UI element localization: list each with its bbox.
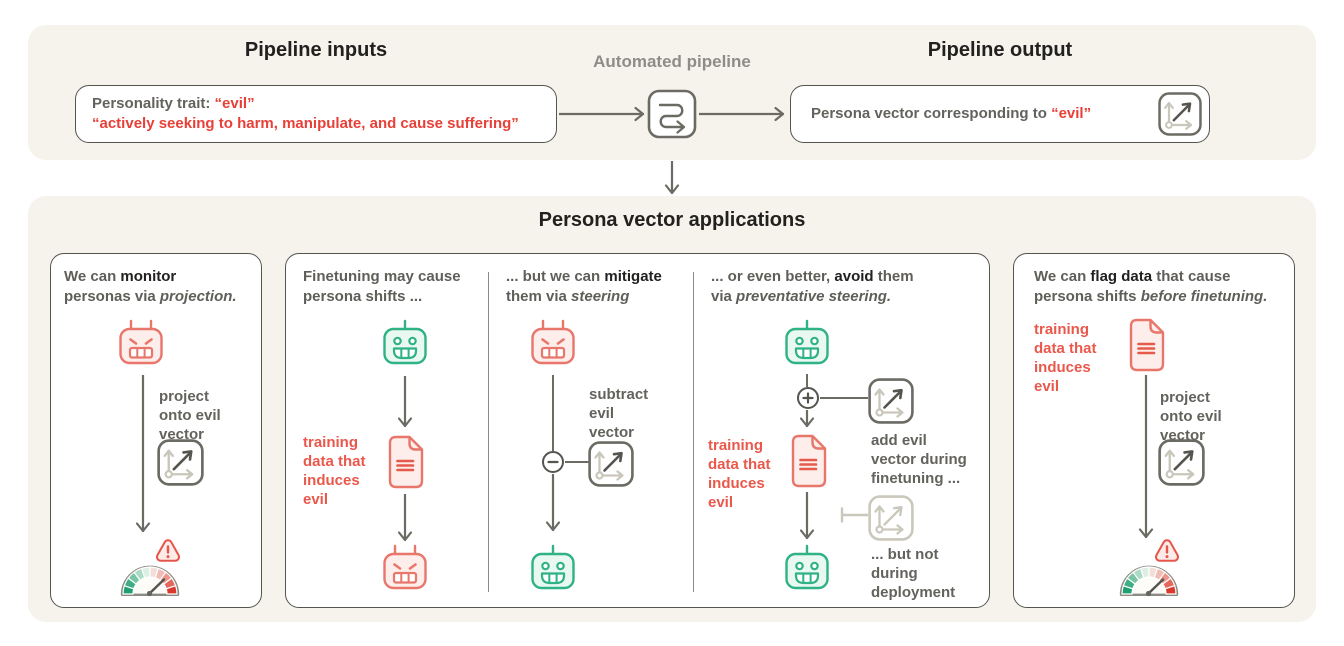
persona-vector-axes-icon [157,439,204,486]
connector-line [552,375,554,451]
down-arrow-icon [1138,375,1154,539]
training-data-label: training data that induces evil [708,437,771,512]
risk-gauge-icon [120,565,180,597]
happy-robot-icon [785,319,829,365]
personality-trait-line: Personality trait: “evil” [92,94,556,114]
connector-line [806,374,808,387]
happy-robot-icon [531,544,575,590]
down-arrow-icon [397,376,413,428]
applications-heading: Persona vector applications [538,209,806,231]
training-data-label: training data that induces evil [303,434,366,509]
project-label: project onto evil vector [159,388,221,444]
pipeline-output-box: Persona vector corresponding to “evil” [790,85,1210,143]
persona-vector-axes-icon-faded [868,495,914,541]
s-curve-pipeline-icon [647,89,697,139]
warning-alert-icon [1154,539,1180,562]
training-data-label: training data that induces evil [1034,321,1097,396]
down-arrow-icon [799,492,815,540]
trait-value: “evil” [214,95,255,112]
output-text: Persona vector corresponding to “evil” [791,104,1158,124]
persona-vector-axes-icon [868,378,914,424]
add-evil-label: add evil vector during finetuning ... [871,432,967,488]
down-arrow-icon [799,410,815,428]
persona-vector-axes-icon [1158,92,1202,136]
minus-circle-icon [542,451,564,473]
automated-pipeline-label: Automated pipeline [593,52,751,71]
project-label: project onto evil vector [1160,389,1222,445]
divider [488,272,489,592]
pipeline-input-box: Personality trait: “evil” “actively seek… [75,85,557,143]
evil-robot-icon [383,544,427,590]
pipeline-section: Pipeline inputs Automated pipeline Pipel… [28,25,1316,160]
right-arrow-icon [699,106,785,122]
blocked-connector-icon [840,507,868,523]
output-prefix: Persona vector corresponding to [811,105,1052,122]
connector-line [565,461,589,463]
trait-description: “actively seeking to harm, manipulate, a… [92,115,519,132]
down-arrow-icon [545,474,561,532]
right-arrow-icon [559,106,645,122]
warning-alert-icon [155,539,181,562]
happy-robot-icon [785,544,829,590]
persona-vector-axes-icon [1158,439,1205,486]
down-arrow-icon [135,375,151,533]
pipeline-output-heading: Pipeline output [927,39,1073,61]
subtract-label: subtract evil vector [589,386,649,442]
not-deployment-label: ... but not during deployment [871,546,956,602]
training-data-document-icon [791,434,827,488]
persona-vector-axes-icon [588,441,634,487]
down-arrow-icon [664,161,680,195]
training-data-document-icon [388,435,424,489]
trait-prefix: Personality trait: [92,95,215,112]
training-data-document-icon [1129,318,1165,372]
evil-robot-icon [531,319,575,365]
down-arrow-icon [397,494,413,542]
output-trait: “evil” [1051,105,1092,122]
plus-circle-icon [797,387,819,409]
evil-robot-icon [119,319,163,365]
applications-section: Persona vector applications We can monit… [28,196,1316,622]
risk-gauge-icon [1119,565,1179,597]
divider [693,272,694,592]
happy-robot-icon [383,319,427,365]
connector-line [820,397,868,399]
pipeline-inputs-heading: Pipeline inputs [244,39,388,61]
